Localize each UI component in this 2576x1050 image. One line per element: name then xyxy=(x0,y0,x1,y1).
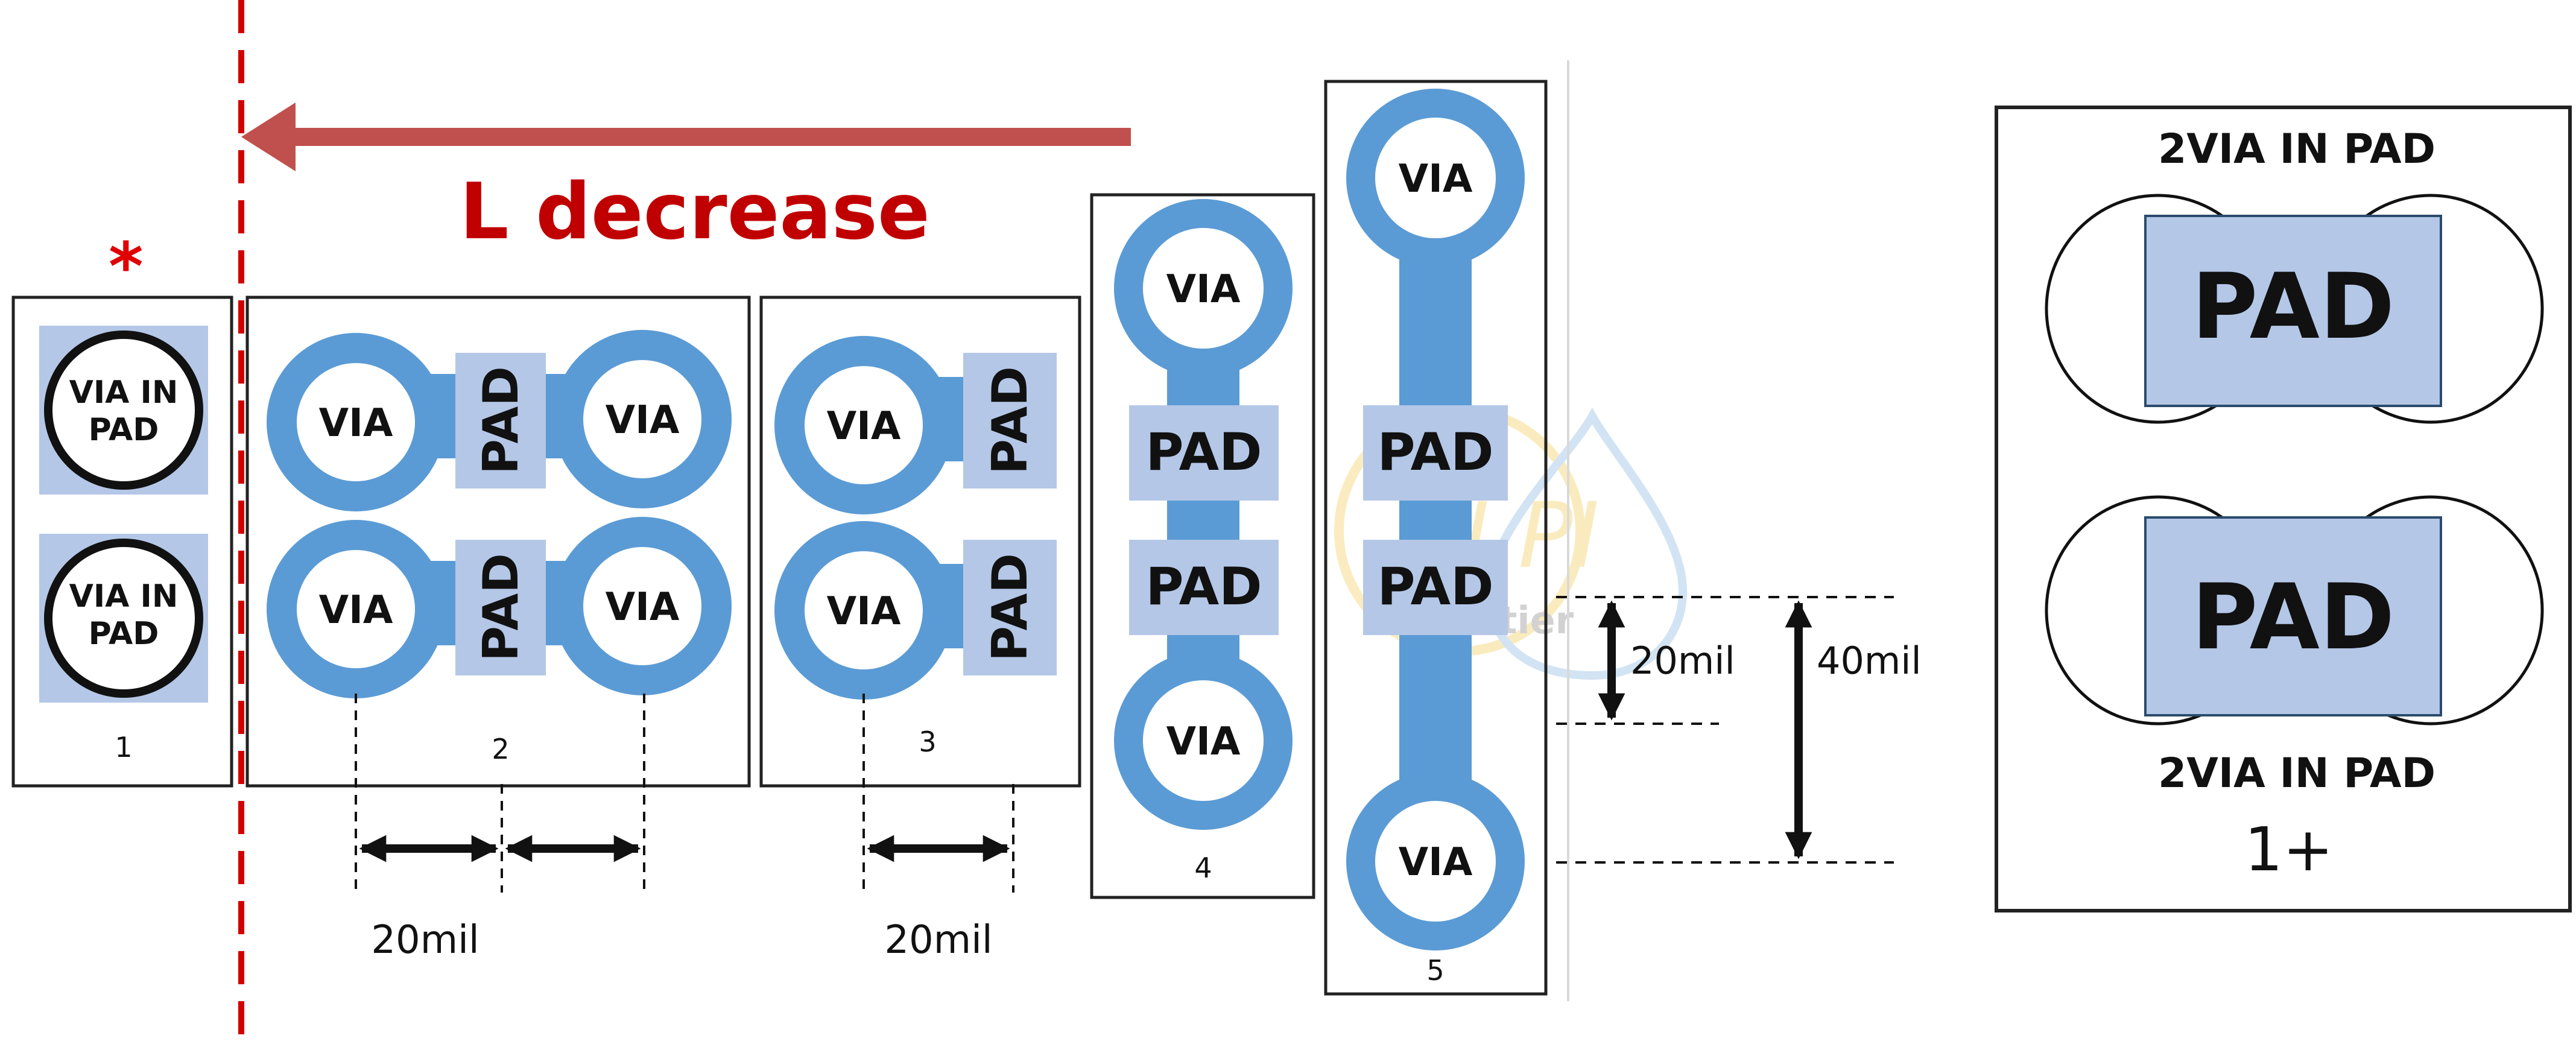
svg-text:PAD: PAD xyxy=(473,553,529,662)
svg-text:PAD: PAD xyxy=(982,366,1038,475)
variant-2-row-1: VIA VIA PAD xyxy=(267,330,732,511)
variant-3-number: 3 xyxy=(919,726,936,758)
dimension-label-2: 20mil xyxy=(371,918,479,963)
dimension-vertical: 20mil 40mil xyxy=(1556,596,1922,864)
svg-text:PAD: PAD xyxy=(1145,557,1262,617)
via-in-pad-1b: VIA IN PAD xyxy=(39,534,208,703)
svg-text:VIA: VIA xyxy=(1166,720,1241,764)
svg-text:PAD: PAD xyxy=(1377,557,1493,617)
svg-text:PAD: PAD xyxy=(1377,422,1493,482)
svg-text:VIA: VIA xyxy=(319,588,393,633)
dimension-variant-3: 20mil xyxy=(862,694,1014,963)
via-in-pad-1a: VIA IN PAD xyxy=(39,326,208,495)
variant-1: VIA IN PAD VIA IN PAD 1 xyxy=(11,296,233,788)
svg-text:VIA: VIA xyxy=(827,589,901,634)
legend-number: 1+ xyxy=(2244,814,2333,885)
dimension-label-vertical-long: 40mil xyxy=(1817,639,1922,683)
svg-text:PAD: PAD xyxy=(2192,255,2395,359)
legend-box: 2VIA IN PAD PAD PAD 2VIA IN PAD 1+ xyxy=(1995,106,2572,912)
svg-text:VIA: VIA xyxy=(1399,157,1473,201)
variant-1-number: 1 xyxy=(115,731,132,764)
l-decrease-title: L decrease xyxy=(460,167,930,257)
variant-3-row-2: VIA PAD xyxy=(774,521,1057,700)
svg-text:VIA IN: VIA IN xyxy=(69,578,179,615)
svg-text:VIA: VIA xyxy=(606,585,680,630)
dimension-label-vertical-short: 20mil xyxy=(1630,639,1735,683)
variant-2: VIA VIA PAD VIA VIA PAD 2 xyxy=(245,296,751,788)
dimension-label-3: 20mil xyxy=(884,918,992,963)
svg-text:PAD: PAD xyxy=(1145,422,1262,482)
svg-text:PAD: PAD xyxy=(2192,565,2395,670)
svg-text:VIA IN: VIA IN xyxy=(69,375,179,411)
variant-5: VIA PAD PAD VIA 5 xyxy=(1324,80,1548,996)
variant-4: VIA PAD PAD VIA 4 xyxy=(1090,193,1315,899)
svg-text:VIA: VIA xyxy=(606,398,680,443)
variant-5-number: 5 xyxy=(1426,954,1444,987)
svg-text:PAD: PAD xyxy=(89,616,159,652)
variant-4-number: 4 xyxy=(1194,852,1212,884)
variant-3-row-1: VIA PAD xyxy=(774,336,1057,514)
svg-text:VIA: VIA xyxy=(1399,840,1473,885)
l-decrease-arrow xyxy=(241,103,1131,171)
dimension-variant-2: 20mil xyxy=(355,694,645,963)
svg-text:VIA: VIA xyxy=(319,401,393,446)
variant-2-number: 2 xyxy=(492,733,509,765)
svg-text:VIA: VIA xyxy=(827,404,901,449)
variant-3: VIA PAD VIA PAD 3 xyxy=(759,296,1081,788)
legend-top-label: 2VIA IN PAD xyxy=(2158,125,2435,173)
variant-2-row-2: VIA VIA PAD xyxy=(267,517,732,698)
legend-bottom-label: 2VIA IN PAD xyxy=(2158,750,2435,797)
svg-text:PAD: PAD xyxy=(89,412,159,448)
svg-text:VIA: VIA xyxy=(1166,267,1241,312)
svg-text:PAD: PAD xyxy=(473,366,529,475)
legend-via-pad-bottom: PAD xyxy=(2045,495,2544,726)
legend-via-pad-top: PAD xyxy=(2045,194,2544,424)
svg-text:PAD: PAD xyxy=(982,553,1038,662)
reference-star: * xyxy=(109,228,144,305)
